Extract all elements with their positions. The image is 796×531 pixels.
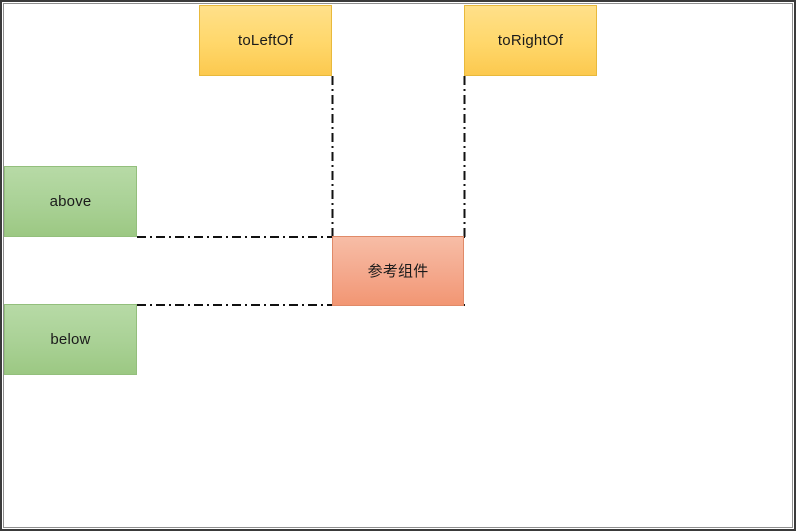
node-to-left-of-label: toLeftOf xyxy=(238,32,293,49)
node-reference-component-label: 参考组件 xyxy=(367,262,429,280)
node-above[interactable]: above xyxy=(4,166,137,237)
node-below[interactable]: below xyxy=(4,304,137,375)
node-below-label: below xyxy=(50,331,91,348)
node-to-right-of[interactable]: toRightOf xyxy=(464,5,597,76)
node-to-left-of[interactable]: toLeftOf xyxy=(199,5,332,76)
node-above-label: above xyxy=(49,193,92,210)
node-to-right-of-label: toRightOf xyxy=(497,32,564,49)
node-reference-component[interactable]: 参考组件 xyxy=(332,236,464,306)
